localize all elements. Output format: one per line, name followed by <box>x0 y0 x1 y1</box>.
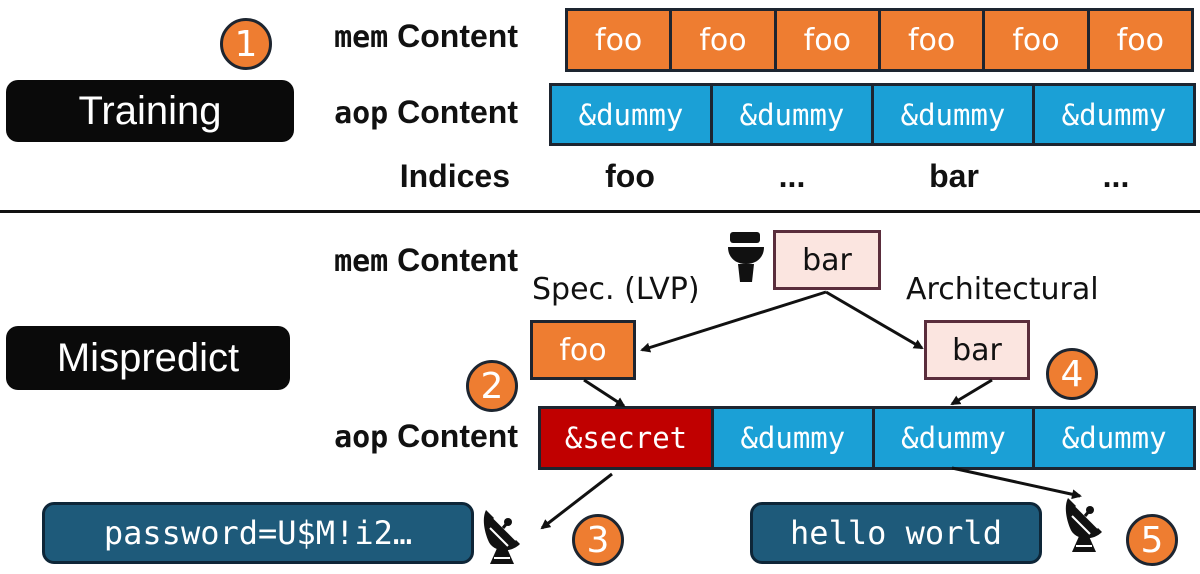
index-value: ... <box>1102 158 1130 194</box>
index-value: bar <box>929 158 979 194</box>
step-5-badge: 5 <box>1126 514 1178 566</box>
mem-cell: foo <box>672 11 777 69</box>
mispredict-aop-row-label: aop Content <box>300 418 518 455</box>
aop-cell: &dummy <box>874 86 1035 143</box>
arrow-dummy-to-antenna <box>951 466 1082 500</box>
aop-cell: &dummy <box>1035 86 1193 143</box>
satellite-antenna-icon <box>1062 488 1118 554</box>
step-4-badge: 4 <box>1046 348 1098 400</box>
aop-cell: &dummy <box>552 86 713 143</box>
training-aop-cells: &dummy &dummy &dummy &dummy <box>549 83 1196 146</box>
training-aop-row-label: aop Content <box>300 94 518 131</box>
index-value: ... <box>778 158 806 194</box>
satellite-antenna-icon <box>480 500 536 566</box>
mem-label-text: Content <box>397 18 518 54</box>
aop-cell: &dummy <box>713 86 874 143</box>
arrow-arch-to-dummy <box>950 378 993 406</box>
mispredict-mem-row-label: mem Content <box>300 242 518 279</box>
mem-cell: foo <box>985 11 1090 69</box>
index-value: foo <box>605 158 655 194</box>
arrow-mem-to-arch <box>825 290 924 350</box>
aop-label-text: Content <box>397 418 518 454</box>
aop-cell: &dummy <box>714 409 875 467</box>
mem-cell: foo <box>1089 11 1191 69</box>
aop-label-text: Content <box>397 94 518 130</box>
training-mem-cells: foo foo foo foo foo foo <box>565 8 1194 72</box>
aop-cell: &dummy <box>874 409 1036 467</box>
aop-label-mono: aop <box>334 96 389 131</box>
toilet-icon <box>726 230 766 286</box>
mem-cell: foo <box>776 11 881 69</box>
mem-label-mono: mem <box>334 244 389 279</box>
mem-label-text: Content <box>397 242 518 278</box>
mispredict-label: Mispredict <box>6 326 290 390</box>
spec-lvp-label: Spec. (LVP) <box>532 272 700 307</box>
architectural-value-box: bar <box>924 320 1030 380</box>
step-3-badge: 3 <box>572 514 624 566</box>
aop-cell: &dummy <box>1035 409 1194 467</box>
arrow-mem-to-spec <box>640 290 827 353</box>
step-2-badge: 2 <box>466 360 518 412</box>
arrow-spec-to-secret <box>583 378 626 408</box>
architectural-label: Architectural <box>906 272 1099 307</box>
aop-label-mono: aop <box>334 420 389 455</box>
speculative-value-box: foo <box>530 320 636 380</box>
arrow-secret-to-antenna <box>540 472 613 530</box>
aop-cell-secret: &secret <box>541 409 714 467</box>
mispredict-mem-value: bar <box>773 230 881 290</box>
section-divider <box>0 210 1200 213</box>
leaked-output-terminal: password=U$M!i2… <box>42 502 474 564</box>
normal-output-terminal: hello world <box>750 502 1042 564</box>
indices-label: Indices <box>399 158 510 194</box>
step-1-badge: 1 <box>220 18 272 70</box>
training-label: Training <box>6 80 294 142</box>
mem-cell: foo <box>568 11 673 69</box>
mem-label-mono: mem <box>334 20 389 55</box>
mem-cell: foo <box>880 11 986 69</box>
training-mem-row-label: mem Content <box>300 18 518 55</box>
mispredict-aop-cells: &secret &dummy &dummy &dummy <box>538 406 1196 470</box>
